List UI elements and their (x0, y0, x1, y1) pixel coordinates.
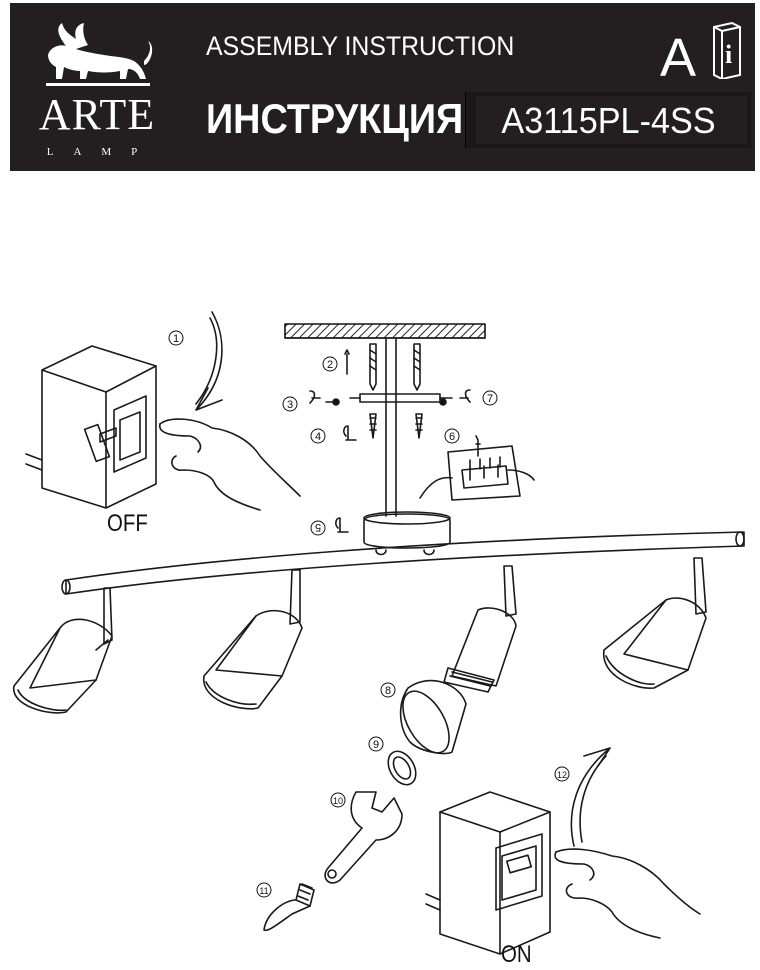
brand-subtitle: LAMP (46, 146, 158, 158)
switch-on-label: ON (501, 941, 532, 968)
arrow-12 (570, 747, 611, 847)
step-8: 8 (380, 682, 396, 698)
model-number-box: A3115PL-4SS (465, 92, 751, 148)
svg-text:9: 9 (373, 739, 379, 751)
svg-text:4: 4 (315, 431, 321, 443)
svg-text:3: 3 (287, 399, 293, 411)
terminal-block (447, 445, 521, 501)
info-booklet-icon: i (713, 21, 741, 79)
brand-block: ARTE LAMP (32, 21, 162, 166)
svg-text:6: 6 (449, 431, 455, 443)
key-tool (324, 791, 403, 884)
hand-off (159, 418, 301, 511)
hand-on (554, 848, 701, 939)
retaining-ring (387, 750, 417, 786)
step-1: 1 (168, 330, 184, 346)
step-6: 6 (444, 428, 460, 444)
spotlight-bar (65, 531, 745, 595)
spotlight-4 (603, 557, 707, 689)
step-11: 11 (256, 882, 272, 898)
switch-off-label: OFF (107, 510, 148, 537)
spotlight-1 (13, 587, 113, 714)
svg-text:1: 1 (173, 333, 179, 345)
title-russian: ИНСТРУКЦИЯ (206, 95, 464, 142)
svg-text:10: 10 (333, 796, 343, 806)
step-2: 2 (322, 356, 338, 372)
svg-text:8: 8 (385, 685, 391, 697)
spotlight-2 (203, 569, 303, 710)
step-3: 3 (282, 396, 298, 412)
step-7: 7 (482, 390, 498, 406)
switch-on (425, 791, 551, 955)
brand-name: ARTE (38, 90, 156, 139)
svg-text:12: 12 (557, 770, 567, 780)
winged-lion-logo-icon (46, 23, 153, 86)
title-english: ASSEMBLY INSTRUCTION (206, 31, 515, 61)
step-12: 12 (554, 766, 570, 782)
switch-off (25, 345, 157, 509)
info-icon-letter: i (725, 40, 732, 69)
mounting-bracket (359, 393, 441, 403)
step-10: 10 (330, 792, 346, 808)
step-9: 9 (368, 736, 384, 752)
canopy (363, 513, 451, 549)
svg-text:2: 2 (327, 359, 333, 371)
svg-text:11: 11 (259, 886, 268, 896)
language-letter: A (660, 28, 697, 88)
model-number: A3115PL-4SS (501, 100, 716, 141)
header-banner: ARTE LAMP ASSEMBLY INSTRUCTION ИНСТРУКЦИ… (10, 3, 755, 171)
wall-anchors (344, 343, 421, 391)
svg-text:7: 7 (487, 393, 493, 405)
spotlight-3-exploded (443, 565, 517, 693)
ceiling-hatch (284, 323, 486, 339)
arrow-1 (195, 311, 223, 411)
step-4: 4 (310, 428, 326, 444)
svg-text:5: 5 (315, 521, 321, 533)
step-5: 5 (310, 520, 326, 536)
